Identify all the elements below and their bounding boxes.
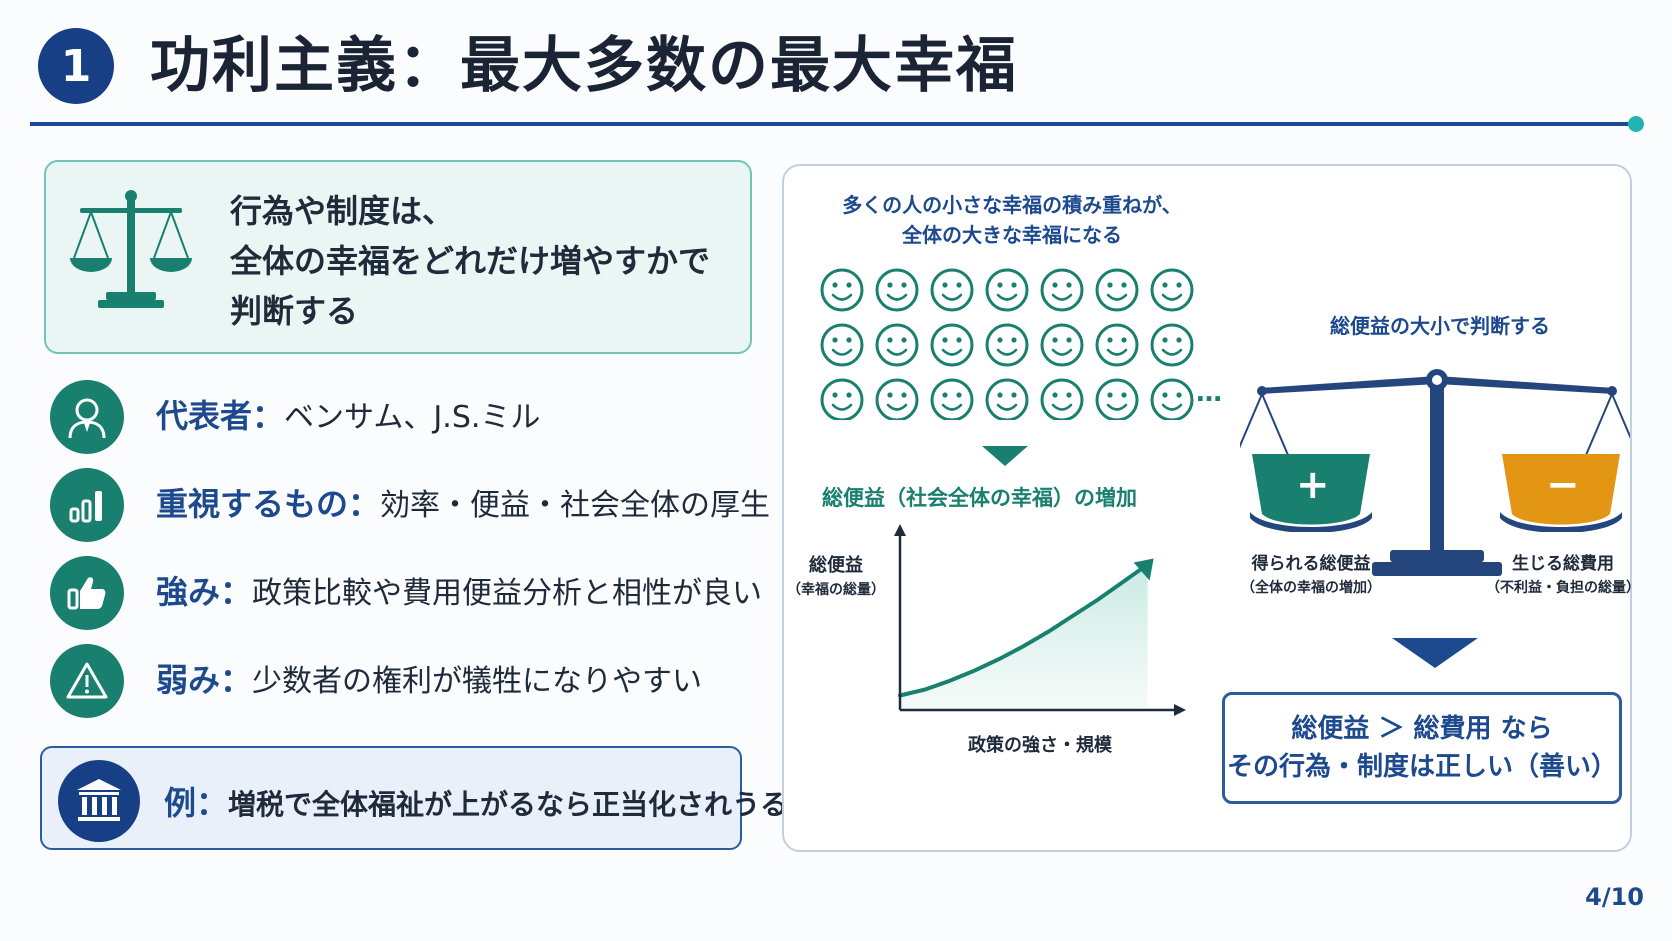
summary-line-3: 判断する xyxy=(230,292,359,330)
row-representatives: 代表者：ベンサム、J.S.ミル xyxy=(156,396,540,438)
benefit-title: 得られる総便益 xyxy=(1251,554,1371,574)
row-sep: ： xyxy=(220,573,253,611)
row-label-weaknesses: 弱み xyxy=(156,661,221,699)
conclusion-line-2: その行為・制度は正しい（善い） xyxy=(1226,752,1617,782)
example-sep: ： xyxy=(196,784,229,822)
benefit-label: 得られる総便益 （全体の幸福の増加） xyxy=(1226,552,1396,600)
benefit-sub: （全体の幸福の増加） xyxy=(1241,580,1381,596)
row-value-representatives: ベンサム、J.S.ミル xyxy=(284,400,541,435)
growth-chart xyxy=(894,524,1186,716)
summary-line-2: 全体の幸福をどれだけ増やすかで xyxy=(230,242,711,280)
row-sep: ： xyxy=(348,485,381,523)
row-label-representatives: 代表者 xyxy=(156,397,253,435)
smiley-face-icon xyxy=(1095,268,1139,312)
smiley-face-icon xyxy=(985,323,1029,367)
chart-area-fill xyxy=(900,564,1148,710)
example-text: 例：増税で全体福祉が上がるなら正当化されうる xyxy=(164,778,788,824)
benefit-pan xyxy=(1250,454,1372,532)
smiley-face-icon xyxy=(1040,378,1084,420)
smiley-face-icon xyxy=(930,323,974,367)
chart-series-line xyxy=(898,562,1150,698)
page-current: 4 xyxy=(1585,883,1602,911)
row-value-strengths: 政策比較や費用便益分析と相性が良い xyxy=(252,576,763,611)
example-box xyxy=(40,746,742,850)
row-priorities: 重視するもの：効率・便益・社会全体の厚生 xyxy=(156,484,770,526)
section-number: 1 xyxy=(38,28,114,104)
example-value: 増税で全体福祉が上がるなら正当化されうる xyxy=(228,788,789,821)
title-underline-dot xyxy=(1628,116,1644,132)
down-arrow-icon xyxy=(982,446,1028,466)
plus-sign-icon: + xyxy=(1296,462,1330,508)
crowd-caption-line-1: 多くの人の小さな幸福の積み重ねが、 xyxy=(842,193,1182,217)
crowd-caption: 多くの人の小さな幸福の積み重ねが、 全体の大きな幸福になる xyxy=(812,190,1212,250)
smiley-face-icon xyxy=(875,268,919,312)
smiley-face-icon xyxy=(1040,323,1084,367)
smiley-face-icon xyxy=(1095,378,1139,420)
chart-ylabel: 総便益 （幸福の総量） xyxy=(780,554,892,602)
row-strengths: 強み：政策比較や費用便益分析と相性が良い xyxy=(156,572,762,614)
minus-sign-icon: − xyxy=(1546,462,1580,508)
chart-xlabel: 政策の強さ・規模 xyxy=(968,735,1112,756)
chart-title: 総便益（社会全体の幸福）の増加 xyxy=(822,486,1137,510)
chart-x-axis-arrow xyxy=(1174,704,1186,716)
row-value-weaknesses: 少数者の権利が犠牲になりやすい xyxy=(252,664,703,699)
summary-text: 行為や制度は、 全体の幸福をどれだけ増やすかで 判断する xyxy=(230,186,710,336)
page-number: 4/10 xyxy=(1585,883,1644,911)
smiley-face-icon xyxy=(875,378,919,420)
smiley-face-icon xyxy=(985,378,1029,420)
smiley-face-icon xyxy=(820,268,864,312)
smiley-face-icon xyxy=(1095,323,1139,367)
smiley-grid xyxy=(820,268,1194,420)
row-value-priorities: 効率・便益・社会全体の厚生 xyxy=(380,488,771,523)
row-label-strengths: 強み xyxy=(156,573,221,611)
smiley-face-icon xyxy=(820,378,864,420)
crowd-caption-line-2: 全体の大きな幸福になる xyxy=(902,223,1122,247)
scales-icon xyxy=(70,190,192,308)
cost-label: 生じる総費用 （不利益・負担の総量） xyxy=(1478,552,1648,600)
page-total: 10 xyxy=(1610,883,1644,911)
smiley-face-icon xyxy=(875,323,919,367)
crowd-ellipsis: … xyxy=(1196,378,1222,408)
balance-scale-icon xyxy=(1240,369,1630,576)
cost-pan xyxy=(1500,454,1622,532)
smiley-face-icon xyxy=(820,323,864,367)
row-label-priorities: 重視するもの xyxy=(156,485,349,523)
bar-chart-icon xyxy=(50,468,124,542)
smiley-face-icon xyxy=(1040,268,1084,312)
bank-icon xyxy=(58,760,140,842)
example-label: 例 xyxy=(164,784,197,822)
row-weaknesses: 弱み：少数者の権利が犠牲になりやすい xyxy=(156,660,702,702)
smiley-face-icon xyxy=(985,268,1029,312)
smiley-face-icon xyxy=(1150,268,1194,312)
smiley-face-icon xyxy=(930,268,974,312)
conclusion-box: 総便益 ＞ 総費用 なら その行為・制度は正しい（善い） xyxy=(1222,692,1622,804)
title-underline xyxy=(30,122,1637,126)
chart-ylabel-sub: （幸福の総量） xyxy=(787,582,885,598)
chart-y-axis-arrow xyxy=(894,524,906,536)
chart-series-arrowhead xyxy=(1133,558,1154,581)
smiley-face-icon xyxy=(1150,378,1194,420)
chart-ylabel-main: 総便益 xyxy=(809,555,863,576)
smiley-face-icon xyxy=(1150,323,1194,367)
summary-box xyxy=(44,160,752,354)
person-icon xyxy=(50,380,124,454)
conclusion-line-1: 総便益 ＞ 総費用 なら xyxy=(1291,714,1553,744)
down-arrow-icon xyxy=(1392,638,1478,668)
cost-title: 生じる総費用 xyxy=(1512,554,1614,574)
scale-caption: 総便益の大小で判断する xyxy=(1330,314,1550,338)
summary-line-1: 行為や制度は、 xyxy=(230,192,455,230)
smiley-face-icon xyxy=(930,378,974,420)
cost-sub: （不利益・負担の総量） xyxy=(1486,580,1640,596)
row-sep: ： xyxy=(220,661,253,699)
thumbs-up-icon xyxy=(50,556,124,630)
warning-icon xyxy=(50,644,124,718)
row-sep: ： xyxy=(252,397,285,435)
page-title: 功利主義：最大多数の最大幸福 xyxy=(150,31,1018,101)
